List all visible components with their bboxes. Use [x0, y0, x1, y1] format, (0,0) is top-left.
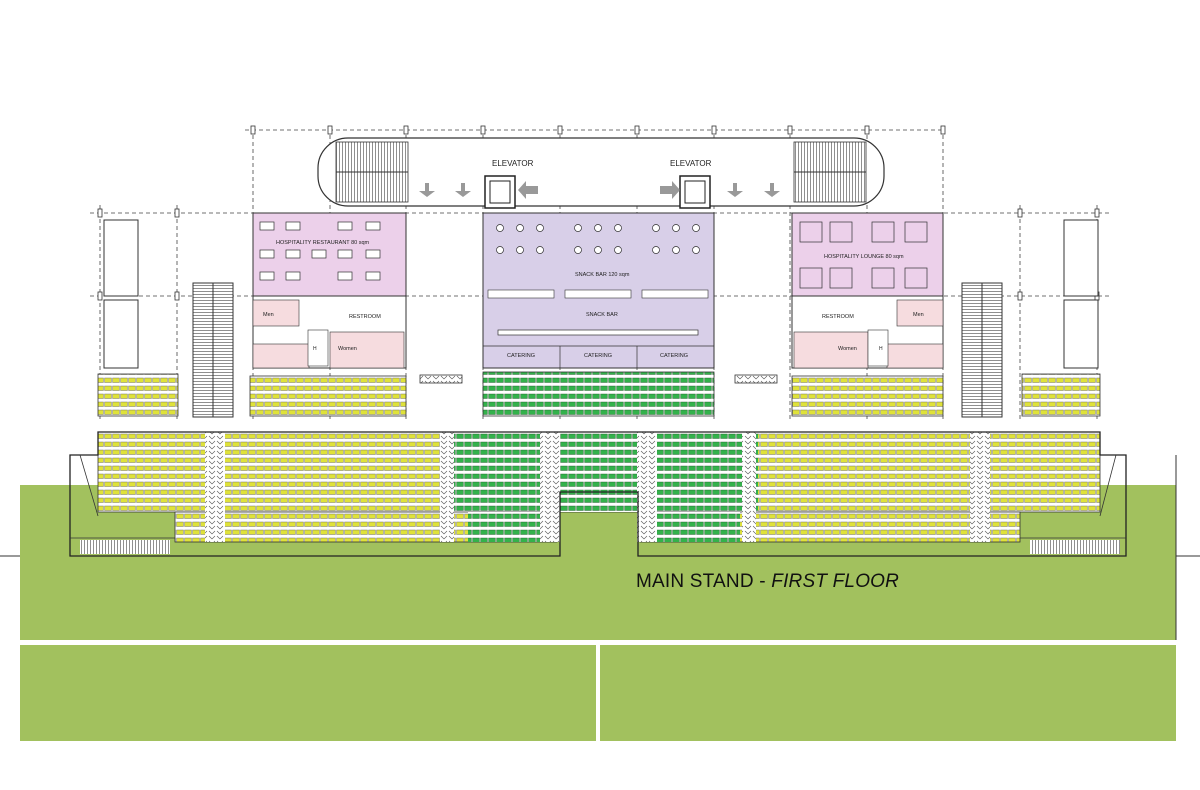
restroom-right: RESTROOM Men Women H [791, 295, 944, 369]
hospitality-lounge-label: HOSPITALITY LOUNGE 80 sqm [824, 254, 904, 260]
plan-title: MAIN STAND - FIRST FLOOR [636, 571, 899, 593]
side-cores [103, 219, 1099, 369]
hospitality-restaurant: HOSPITALITY RESTAURANT 80 sqm [252, 212, 407, 297]
side-stairs [192, 282, 1003, 418]
snack-bar-area-label: SNACK BAR 120 sqm [575, 272, 630, 278]
men-left-label: Men [263, 312, 274, 318]
plan-title-sub: FIRST FLOOR [771, 571, 900, 592]
men-right-label: Men [913, 312, 924, 318]
lower-tier-seating [69, 431, 1127, 557]
upper-tier-seating [97, 371, 1101, 417]
elevator-right-label: ELEVATOR [670, 159, 712, 168]
plan-title-separator: - [753, 571, 772, 592]
restroom-left-label: RESTROOM [349, 314, 381, 320]
snack-bar: SNACK BAR 120 sqm SNACK BAR CATERING CAT… [482, 212, 715, 369]
direction-arrows [419, 181, 780, 199]
restroom-right-label: RESTROOM [822, 314, 854, 320]
catering-3-label: CATERING [660, 353, 688, 359]
h-left-label: H [313, 346, 317, 352]
elevator-left-label: ELEVATOR [492, 159, 534, 168]
circulation-core: ELEVATOR ELEVATOR [317, 137, 885, 209]
h-right-label: H [879, 346, 883, 352]
women-left-label: Women [338, 346, 357, 352]
column-markers [97, 125, 1100, 301]
catering-1-label: CATERING [507, 353, 535, 359]
hospitality-lounge: HOSPITALITY LOUNGE 80 sqm [791, 212, 944, 297]
plan-title-main: MAIN STAND [636, 571, 754, 592]
snack-bar-counter-label: SNACK BAR [586, 312, 618, 318]
catering-2-label: CATERING [584, 353, 612, 359]
restroom-left: RESTROOM Men Women H [252, 295, 407, 369]
women-right-label: Women [838, 346, 857, 352]
hospitality-restaurant-label: HOSPITALITY RESTAURANT 80 sqm [276, 240, 370, 246]
